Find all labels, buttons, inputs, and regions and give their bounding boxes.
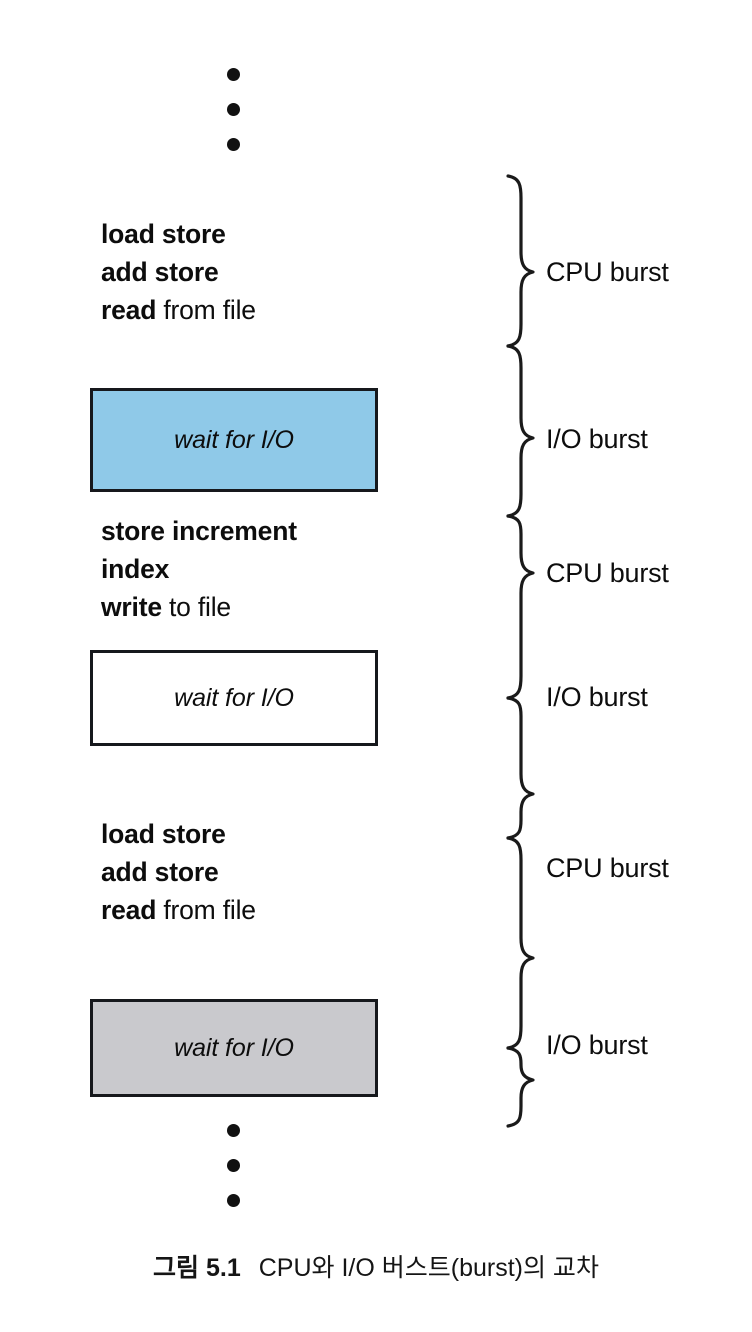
code-keyword: add store	[101, 857, 219, 887]
code-operand: from file	[156, 295, 256, 325]
io-wait-box-3: wait for I/O	[90, 999, 378, 1097]
io-wait-box-1: wait for I/O	[90, 388, 378, 492]
code-line: load store	[101, 215, 431, 253]
code-keyword: load store	[101, 819, 226, 849]
curly-brace-6	[506, 1046, 535, 1128]
vertical-ellipsis-top-icon	[213, 68, 253, 151]
io-wait-label: wait for I/O	[174, 683, 294, 712]
curly-brace-group-icon	[506, 174, 535, 1128]
code-keyword: read	[101, 295, 157, 325]
code-line: write to file	[101, 588, 431, 626]
burst-label-io-2: I/O burst	[546, 682, 648, 712]
ellipsis-dot	[226, 68, 240, 81]
ellipsis-dot	[226, 138, 240, 151]
ellipsis-dot	[226, 103, 240, 116]
code-keyword: store increment	[101, 516, 297, 546]
vertical-ellipsis-bottom-icon	[213, 1124, 253, 1207]
code-keyword: load store	[101, 219, 226, 249]
figure-caption: 그림 5.1 CPU와 I/O 버스트(burst)의 교차	[0, 1248, 752, 1284]
code-keyword: write	[101, 592, 162, 622]
figure-caption-text: CPU와 I/O 버스트(burst)의 교차	[258, 1254, 599, 1282]
code-keyword: add store	[101, 257, 219, 287]
curly-brace-5	[506, 836, 535, 1050]
code-line: add store	[101, 853, 431, 891]
burst-label-io-1: I/O burst	[546, 424, 648, 454]
code-keyword: index	[101, 554, 170, 584]
code-line: read from file	[101, 891, 431, 929]
ellipsis-dot	[226, 1124, 240, 1137]
code-line: read from file	[101, 291, 431, 329]
io-wait-label: wait for I/O	[174, 1033, 294, 1062]
io-wait-label: wait for I/O	[174, 425, 294, 454]
code-operand: from file	[156, 895, 256, 925]
code-line: add store	[101, 253, 431, 291]
curly-brace-1	[506, 174, 535, 348]
burst-label-cpu-3: CPU burst	[546, 853, 669, 883]
cpu-burst-code-block-3: load store add store read from file	[101, 815, 431, 929]
curly-brace-2	[506, 344, 535, 518]
code-line: index	[101, 550, 431, 588]
code-line: store increment	[101, 512, 431, 550]
burst-label-cpu-2: CPU burst	[546, 558, 669, 588]
cpu-burst-code-block-2: store increment index write to file	[101, 512, 431, 626]
ellipsis-dot	[226, 1159, 240, 1172]
cpu-burst-code-block-1: load store add store read from file	[101, 215, 431, 329]
curly-brace-3	[506, 514, 535, 700]
curly-brace-4	[506, 696, 535, 840]
figure-number: 그림 5.1	[153, 1254, 241, 1282]
code-operand: to file	[161, 592, 231, 622]
burst-label-io-3: I/O burst	[546, 1030, 648, 1060]
code-line: load store	[101, 815, 431, 853]
burst-brace-column	[488, 168, 548, 1128]
ellipsis-dot	[226, 1194, 240, 1207]
burst-label-cpu-1: CPU burst	[546, 257, 669, 287]
io-wait-box-2: wait for I/O	[90, 650, 378, 746]
code-keyword: read	[101, 895, 157, 925]
